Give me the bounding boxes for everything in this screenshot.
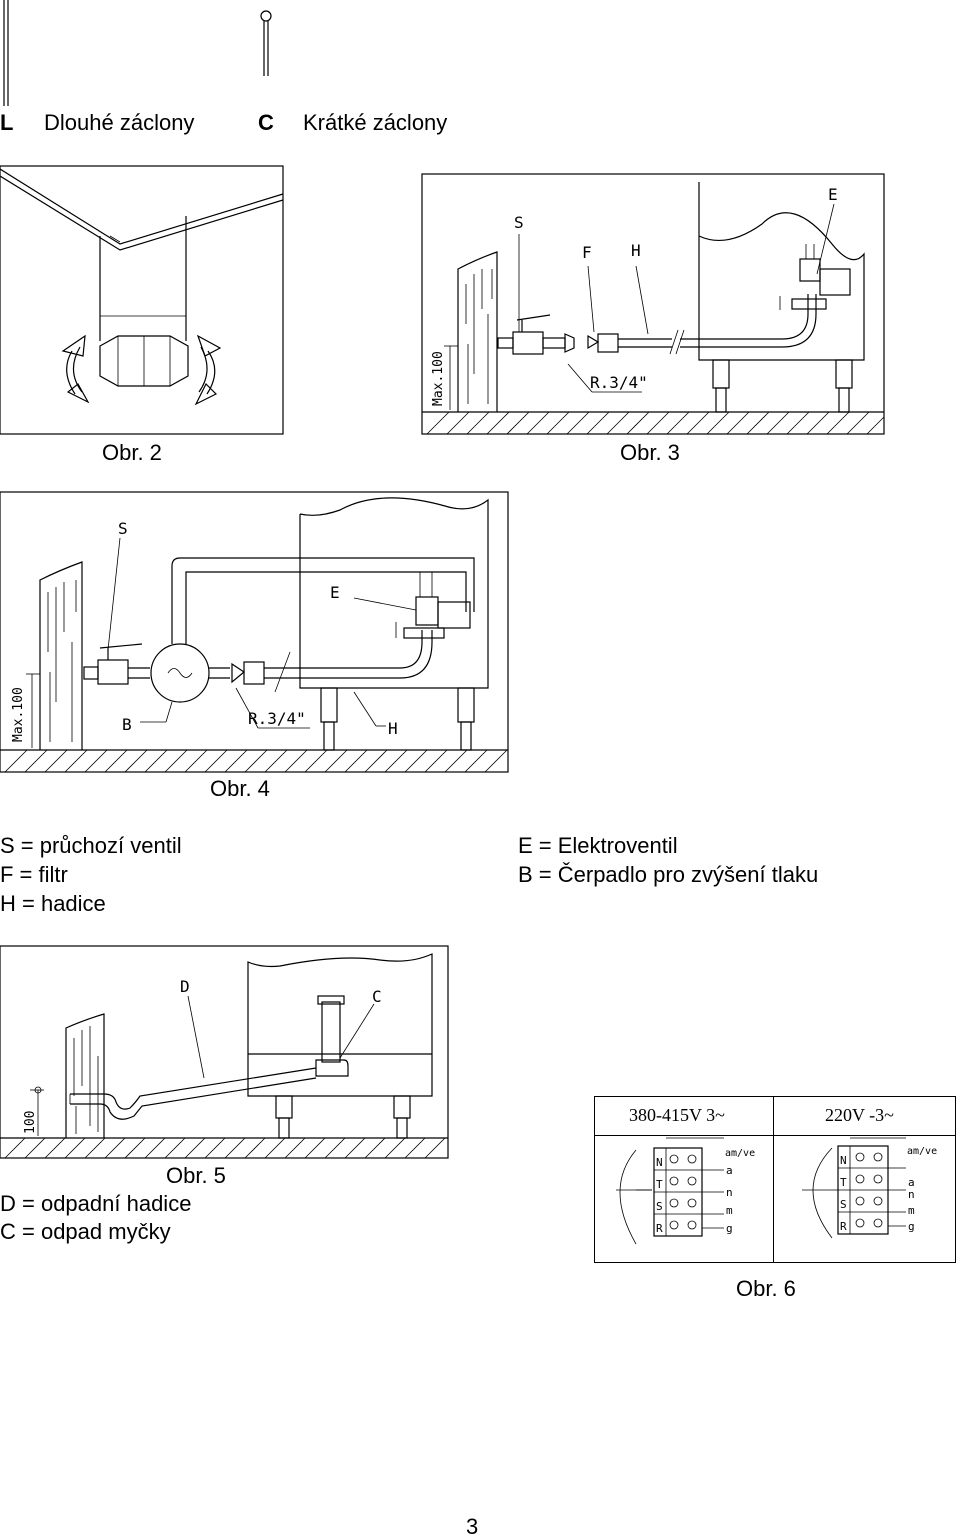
legend-E: E = Elektroventil [518,833,678,858]
wiring-right-wire-0: a [908,1176,915,1189]
wiring-right-letter-0: N [840,1154,847,1167]
legend-C-drain: C = odpad myčky [0,1219,171,1244]
wiring-right-terminal: am/ve N T S R a n m g [802,1137,937,1239]
fig4-label-S: S [118,519,128,538]
figure-6-caption: Obr. 6 [736,1276,796,1301]
legend-L-letter: L [0,110,14,135]
wiring-left-letter-0: N [656,1156,663,1169]
wiring-left-wire-1: n [726,1186,733,1199]
wiring-left-letter-1: T [656,1178,663,1191]
fig4-label-max: Max.100 [11,687,26,742]
legend-B: B = Čerpadlo pro zvýšení tlaku [518,862,819,887]
figure-3-labels: S F H E R.3/4" Max.100 [431,185,838,406]
fig3-label-thread: R.3/4" [590,373,648,392]
figure-3-caption: Obr. 3 [620,440,680,465]
wiring-right-letter-2: S [840,1198,847,1211]
figure-4-caption: Obr. 4 [210,776,270,801]
wiring-left-wire-0: a [726,1164,733,1177]
figure-2-drawing [0,165,284,435]
figure-2-caption: Obr. 2 [102,440,162,465]
fig5-label-C: C [372,987,382,1006]
wiring-right-wire-1: n [908,1188,915,1201]
wiring-right-wire-3: g [908,1220,915,1233]
figure-5-drawing [0,945,449,1159]
fig3-label-S: S [514,213,524,232]
wiring-left-wire-3: g [726,1222,733,1235]
page-number: 3 [466,1514,479,1539]
wiring-diagram-table: 380-415V 3~ 220V -3~ [594,1096,956,1263]
short-curtain-icon [260,10,272,76]
fig3-label-max: Max.100 [431,351,446,406]
fig3-label-E: E [828,185,838,204]
figure-5-labels: D C 100 [23,977,382,1134]
fig4-label-H: H [388,719,398,738]
wiring-header-left: 380-415V 3~ [629,1105,725,1125]
long-curtain-icon [3,0,9,106]
legend-L-text: Dlouhé záclony [44,110,195,135]
legend-H: H = hadice [0,891,106,916]
wiring-left-wire-2: m [726,1204,733,1217]
wiring-right-wire-2: m [908,1204,915,1217]
wiring-right-letter-3: R [840,1220,847,1233]
wiring-right-top-label: am/ve [907,1146,937,1157]
fig3-label-F: F [582,243,592,262]
legend-D: D = odpadní hadice [0,1191,192,1216]
wiring-left-top-label: am/ve [725,1148,755,1159]
wiring-left-letter-2: S [656,1200,663,1213]
figure-4-labels: S E B H R.3/4" Max.100 [11,519,398,742]
fig4-label-B: B [122,715,132,734]
legend-C-letter: C [258,110,274,135]
fig4-label-thread: R.3/4" [248,709,306,728]
legend-S: S = průchozí ventil [0,833,182,858]
figure-5-caption: Obr. 5 [166,1163,226,1188]
fig4-label-E: E [330,583,340,602]
figure-4-drawing [0,491,509,773]
fig5-label-D: D [180,977,190,996]
legend-F: F = filtr [0,862,68,887]
wiring-left-terminal: am/ve N T S R a n m g [616,1137,755,1245]
legend-C-text: Krátké záclony [303,110,448,135]
wiring-header-right: 220V -3~ [825,1105,894,1125]
fig5-label-dim: 100 [23,1111,38,1134]
wiring-left-letter-3: R [656,1222,663,1235]
figure-3-drawing [421,173,885,435]
wiring-right-letter-1: T [840,1176,847,1189]
fig3-label-H: H [631,241,641,260]
